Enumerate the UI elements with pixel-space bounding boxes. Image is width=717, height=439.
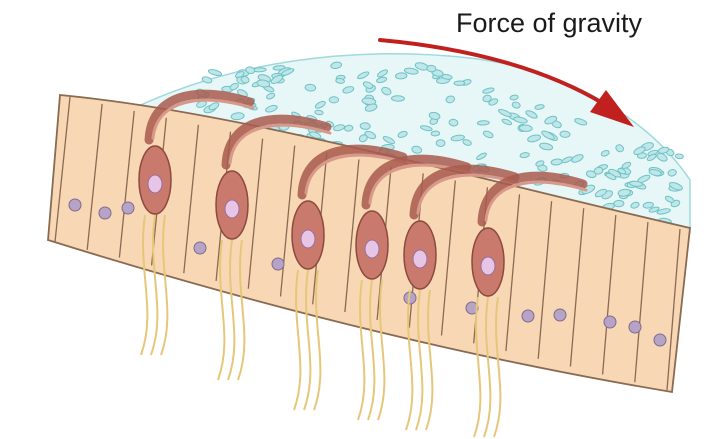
otoconium: [395, 73, 407, 80]
otoconium: [560, 131, 570, 138]
otoconium: [675, 154, 684, 159]
nucleus: [629, 321, 641, 333]
otoconium: [454, 81, 465, 86]
otoconium: [391, 96, 404, 102]
otoconium: [344, 125, 353, 132]
otoconium: [614, 200, 624, 207]
otoconium: [360, 122, 370, 129]
nucleus: [654, 334, 666, 346]
otoconium: [431, 131, 440, 136]
force-of-gravity-label: Force of gravity: [456, 8, 642, 39]
otoconium: [208, 69, 222, 77]
otoconium: [436, 140, 445, 147]
otoconium: [329, 97, 338, 103]
nucleus: [604, 316, 616, 328]
otoconium: [477, 120, 489, 125]
nucleus: [522, 310, 534, 322]
otoconium: [253, 68, 266, 72]
nucleus: [554, 309, 566, 321]
nucleus: [69, 199, 81, 211]
nucleus: [272, 258, 284, 270]
nucleus: [122, 202, 134, 214]
nucleus: [194, 242, 206, 254]
nucleus: [99, 207, 111, 219]
otoconium: [427, 65, 437, 72]
